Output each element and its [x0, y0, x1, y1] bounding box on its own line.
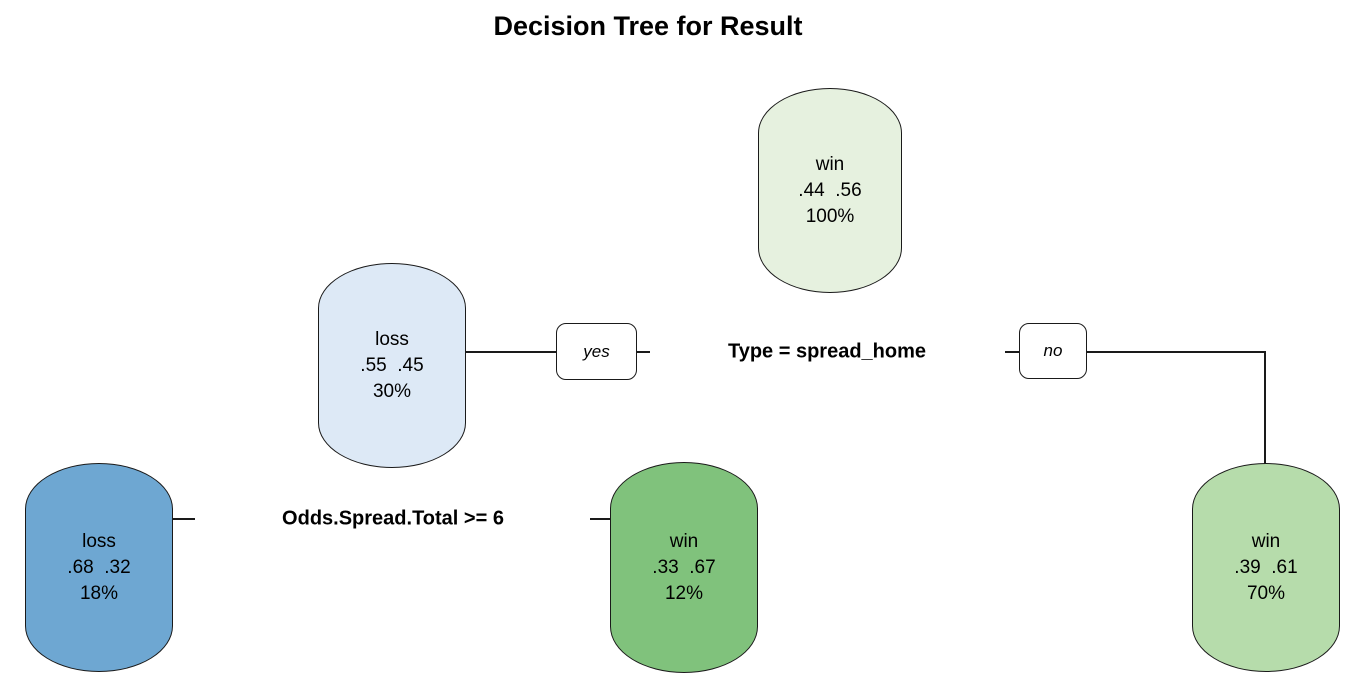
tree-node-loss-30: loss .55 .45 30% — [318, 263, 466, 468]
split-label-type: Type = spread_home — [721, 340, 933, 364]
branch-no-box: no — [1019, 323, 1087, 379]
node-probabilities: .55 .45 — [360, 354, 424, 376]
node-probabilities: .39 .61 — [1234, 556, 1298, 578]
node-class-label: win — [1251, 530, 1281, 552]
tree-node-root: win .44 .56 100% — [758, 88, 902, 293]
node-coverage: 30% — [372, 380, 412, 402]
split-label-odds-spread-total: Odds.Spread.Total >= 6 — [276, 507, 510, 531]
node-probabilities: .33 .67 — [652, 556, 716, 578]
node-coverage: 12% — [664, 582, 704, 604]
node-coverage: 70% — [1246, 582, 1286, 604]
node-class-label: loss — [82, 530, 116, 552]
tree-node-win-70: win .39 .61 70% — [1192, 463, 1340, 672]
node-coverage: 100% — [805, 205, 855, 227]
node-class-label: win — [815, 153, 845, 175]
tree-node-win-12: win .33 .67 12% — [610, 462, 758, 673]
tree-node-loss-18: loss .68 .32 18% — [25, 463, 173, 672]
node-class-label: loss — [375, 328, 409, 350]
plot-title: Decision Tree for Result — [493, 11, 803, 41]
node-class-label: win — [669, 530, 699, 552]
node-coverage: 18% — [79, 582, 119, 604]
branch-yes-box: yes — [556, 323, 637, 380]
node-probabilities: .68 .32 — [67, 556, 131, 578]
node-probabilities: .44 .56 — [798, 179, 862, 201]
